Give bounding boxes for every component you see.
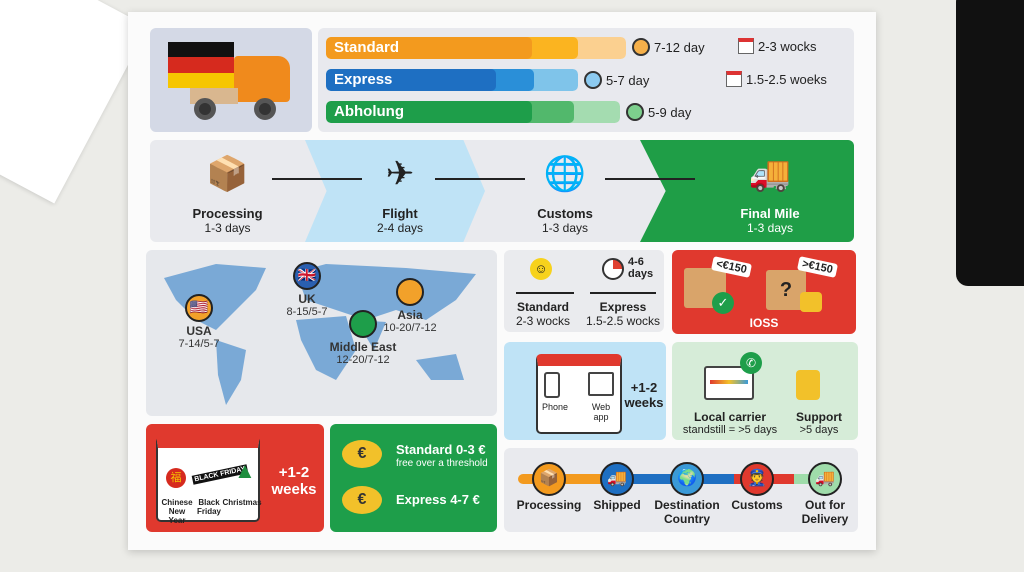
globe-stamp-icon: 🌐	[543, 155, 587, 193]
phone-device	[956, 0, 1024, 286]
germany-flag-icon	[168, 42, 234, 88]
asia-globe-icon	[396, 278, 424, 306]
delivery-van-icon: 🚚	[748, 155, 792, 193]
christmas-tree-icon: ▲	[234, 458, 256, 483]
step-customs: Customs	[731, 498, 783, 512]
web-app-icon	[588, 372, 614, 396]
timeline-arrow	[590, 292, 656, 294]
tracking-timeline: 📦 🚚 🌍 👮 🚚 Processing Shipped Destination…	[504, 448, 858, 532]
timer-icon	[602, 258, 624, 280]
express-bar: Express	[326, 69, 578, 91]
package-question-icon: ?	[766, 270, 806, 310]
airplane-icon: ✈	[385, 155, 415, 193]
step-processing: Processing	[516, 498, 582, 512]
phone-call-icon: ✆	[740, 352, 762, 374]
calendar-icon: Phone Web app	[536, 354, 622, 434]
delivery-van-icon: 🚚	[808, 462, 842, 496]
service-levels-panel: Standard 7-12 day 2-3 wocks Express 5-7 …	[318, 28, 854, 132]
calendar-icon	[738, 38, 754, 54]
usa-flag-icon: 🇺🇸	[185, 294, 213, 322]
truck-icon: 🚚	[600, 462, 634, 496]
calendar-icon	[726, 71, 742, 87]
step-out-for-delivery: Out for Delivery	[801, 498, 849, 526]
shipping-costs-panel: € Standard 0-3 € free over a threshold €…	[330, 424, 497, 532]
timeline-arrow	[516, 292, 574, 294]
box-icon: 📦	[532, 462, 566, 496]
clock-icon	[626, 103, 644, 121]
coins-icon	[800, 292, 822, 312]
uk-flag-icon: 🇬🇧	[293, 262, 321, 290]
arrow	[435, 178, 525, 180]
app-delay-panel: Phone Web app +1-2 weeks	[504, 342, 666, 440]
abholung-bar: Abholung	[326, 101, 620, 123]
standard-bar: Standard	[326, 37, 626, 59]
smiley-icon: ☺	[530, 258, 552, 280]
truck-cab-icon	[234, 56, 290, 102]
check-icon: ✓	[712, 292, 734, 314]
arrow	[272, 178, 362, 180]
phone-icon	[544, 372, 560, 398]
customs-officer-icon: 👮	[740, 462, 774, 496]
clock-icon	[632, 38, 650, 56]
lantern-icon: 福	[166, 468, 186, 488]
euro-coins-icon: €	[342, 440, 382, 468]
step-shipped: Shipped	[593, 498, 641, 512]
arrow	[605, 178, 695, 180]
notebook	[0, 0, 149, 204]
calendar-icon: 福 BLACK FRIDAY ▲ Chinese New Year Black …	[156, 436, 262, 525]
globe-icon: 🌍	[670, 462, 704, 496]
holiday-delay-panel: 福 BLACK FRIDAY ▲ Chinese New Year Black …	[146, 424, 324, 532]
middle-east-icon	[349, 310, 377, 338]
clock-icon	[584, 71, 602, 89]
germany-truck-panel	[150, 28, 312, 132]
box-gears-icon: 📦	[206, 155, 249, 193]
euro-coins-icon: €	[342, 486, 382, 514]
support-coins-icon	[796, 370, 820, 400]
ioss-panel: ✓ <€150 ? >€150 IOSS	[672, 250, 856, 334]
step-destination: Destination Country	[654, 498, 720, 526]
